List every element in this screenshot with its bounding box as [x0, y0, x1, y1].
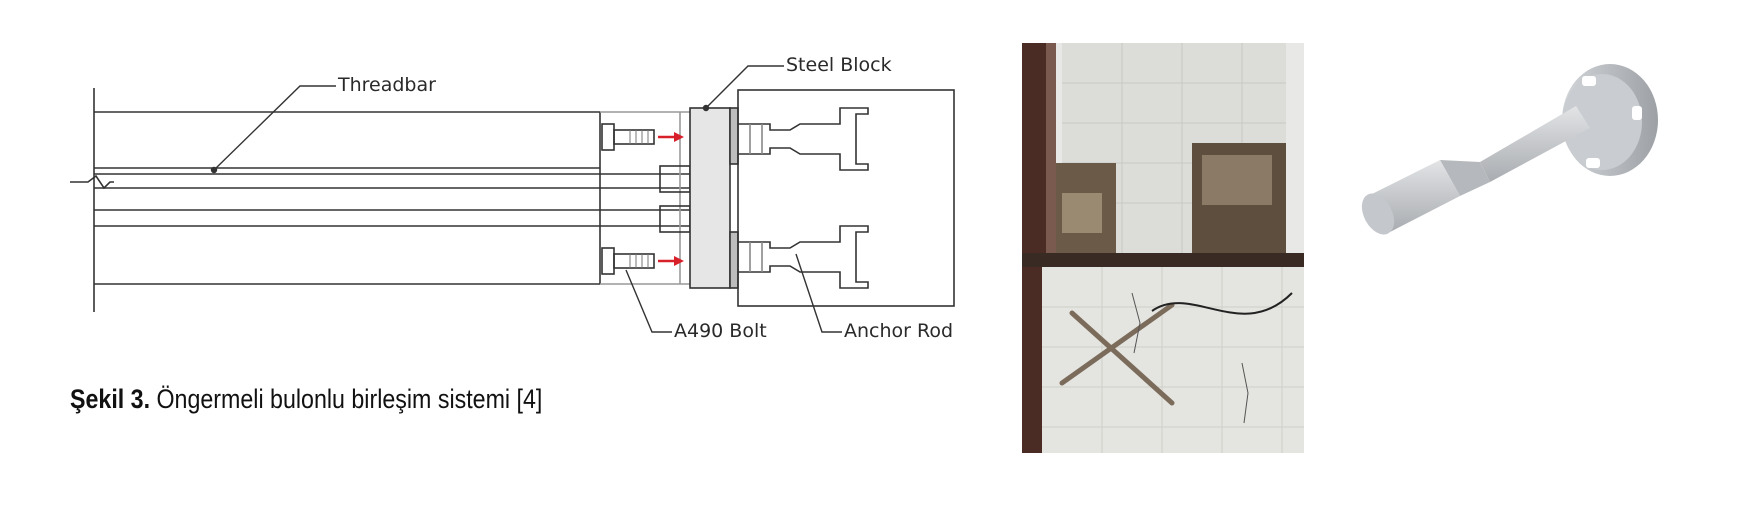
break-line	[70, 174, 114, 190]
steel-block	[689, 107, 731, 289]
test-setup-image	[1022, 43, 1304, 453]
caption-label: Şekil 3.	[70, 384, 151, 414]
anchor-rod-3d-image	[1361, 64, 1658, 235]
figure-caption: Şekil 3. Öngermeli bulonlu birleşim sist…	[70, 384, 542, 415]
anchor-block	[737, 89, 955, 307]
connection-drawing	[70, 65, 955, 333]
test-setup-photo	[1022, 43, 1304, 453]
bolt-head-lower	[601, 247, 615, 275]
anchor-rod-3d-render	[1340, 50, 1670, 280]
anchor-rod-lower	[738, 225, 869, 289]
anchor-rod-label: Anchor Rod	[844, 320, 954, 342]
tension-arrows	[658, 132, 684, 266]
connection-diagram: Threadbar Steel Block A490 Bolt Anchor R…	[70, 54, 955, 342]
threadbar-label: Threadbar	[338, 74, 436, 96]
anchor-rod-upper	[738, 107, 869, 171]
bolt-head-upper	[601, 123, 615, 151]
caption-text: Öngermeli bulonlu birleşim sistemi [4]	[150, 384, 543, 414]
steel-block-label: Steel Block	[786, 54, 892, 76]
a490-bolt-label: A490 Bolt	[674, 320, 767, 342]
leader-lines	[210, 65, 842, 333]
